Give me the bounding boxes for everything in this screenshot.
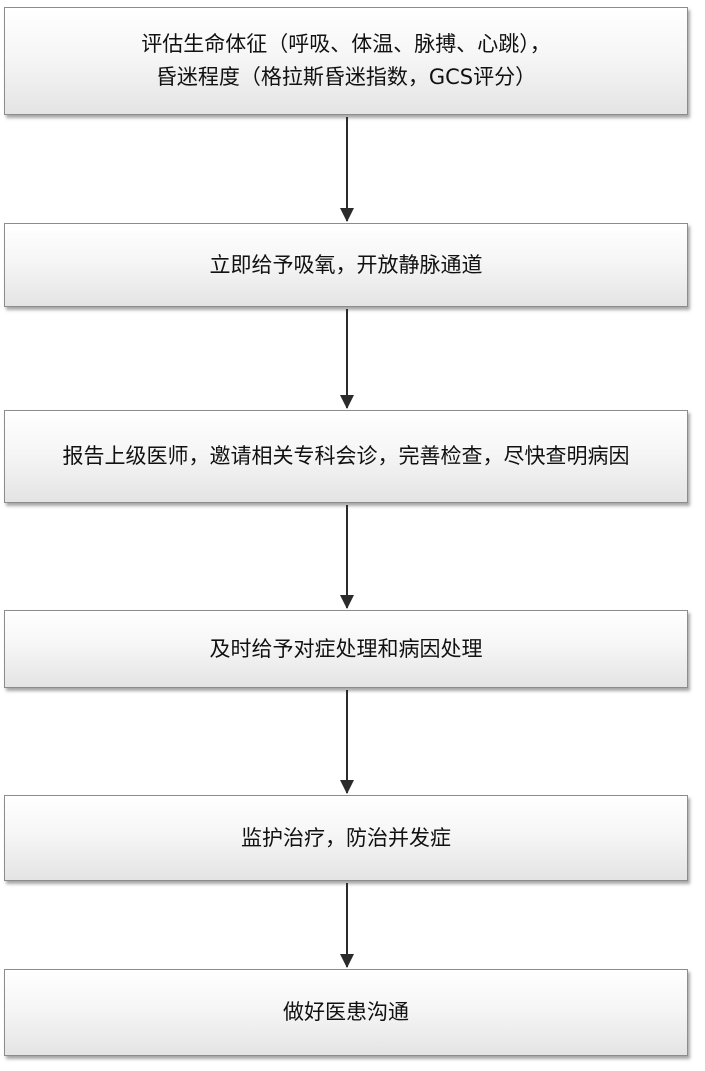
step-text-line: 做好医患沟通 (283, 1000, 409, 1024)
step-text-line: 监护治疗，防治并发症 (241, 825, 451, 850)
flow-step-assess-vitals: 评估生命体征（呼吸、体温、脉搏、心跳）， 昏迷程度（格拉斯昏迷指数，GCS评分） (4, 7, 688, 115)
arrow-down-icon (340, 505, 354, 609)
flow-step-monitoring: 监护治疗，防治并发症 (4, 795, 688, 881)
arrow-down-icon (340, 117, 354, 222)
arrow-down-icon (340, 690, 354, 794)
step-text-line: 及时给予对症处理和病因处理 (209, 636, 483, 661)
step-text-line: 评估生命体征（呼吸、体温、脉搏、心跳）， (141, 32, 551, 56)
flow-step-treatment: 及时给予对症处理和病因处理 (4, 610, 688, 688)
flow-step-communication: 做好医患沟通 (4, 969, 688, 1056)
flow-step-oxygen-iv: 立即给予吸氧，开放静脉通道 (4, 223, 688, 307)
step-text-line: 报告上级医师，邀请相关专科会诊，完善检查，尽快查明病因 (62, 444, 630, 468)
step-text-line: 昏迷程度（格拉斯昏迷指数，GCS评分） (155, 65, 537, 89)
arrow-down-icon (340, 883, 354, 968)
flow-step-report-consult: 报告上级医师，邀请相关专科会诊，完善检查，尽快查明病因 (4, 410, 688, 503)
step-text-line: 立即给予吸氧，开放静脉通道 (209, 252, 483, 277)
arrow-down-icon (340, 309, 354, 409)
